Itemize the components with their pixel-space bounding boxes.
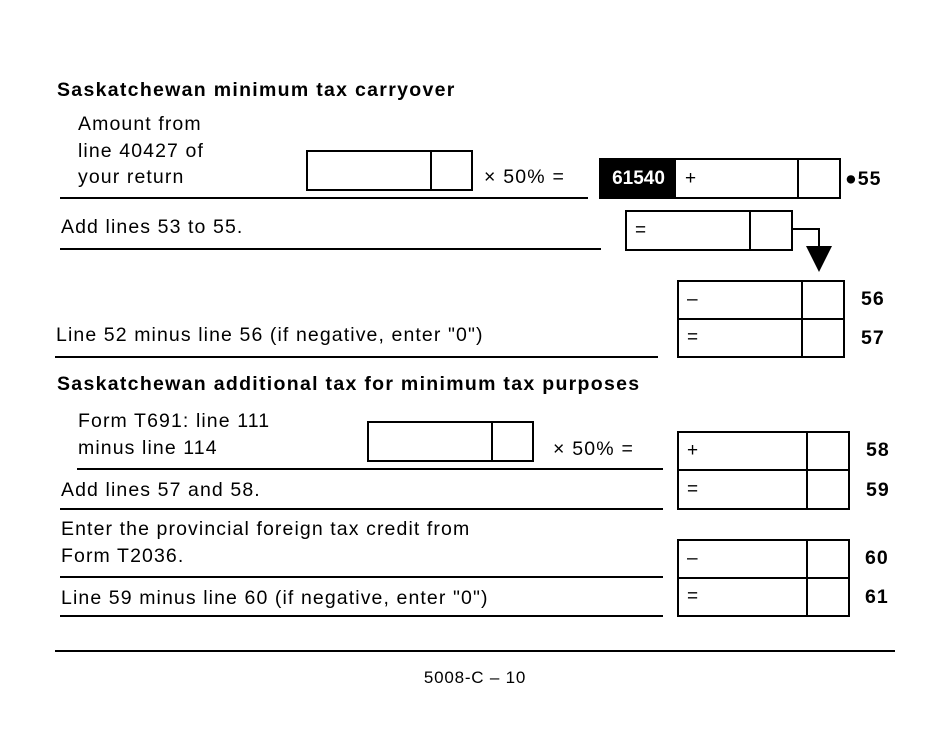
row55-label-line3: your return	[78, 166, 185, 188]
row58-underline	[77, 468, 663, 470]
cents-divider	[806, 579, 808, 615]
cents-divider	[430, 152, 432, 189]
cents-divider	[801, 320, 803, 356]
row60-label-line1: Enter the provincial foreign tax credit …	[61, 518, 471, 540]
cents-divider	[491, 423, 493, 460]
line-number-55: ●55	[845, 168, 882, 190]
cents-divider	[797, 160, 799, 197]
cents-divider	[806, 433, 808, 469]
line-number-57: 57	[861, 327, 885, 349]
row55-label-line1: Amount from	[78, 113, 202, 135]
row58-multiplier: × 50% =	[553, 438, 635, 460]
section-title-minimum-tax-carryover: Saskatchewan minimum tax carryover	[57, 79, 456, 101]
row56-field[interactable]: –	[677, 280, 845, 320]
plus-sign: +	[685, 167, 697, 189]
line-number-61: 61	[865, 586, 889, 608]
row58-label-line2: minus line 114	[78, 437, 218, 459]
footer-rule	[55, 650, 895, 652]
equals-sign: =	[687, 478, 699, 500]
field-code-label: 61540	[601, 160, 676, 197]
row59-field[interactable]: =	[677, 469, 850, 510]
row57-underline	[55, 356, 658, 358]
line-number-59: 59	[866, 479, 890, 501]
section-title-additional-tax: Saskatchewan additional tax for minimum …	[57, 373, 641, 395]
equals-sign: =	[687, 586, 699, 607]
page-number: 5008-C – 10	[423, 668, 527, 687]
minus-sign: –	[687, 548, 698, 569]
cents-divider	[806, 471, 808, 508]
row55-underline	[60, 197, 588, 199]
arrow-down-icon	[792, 228, 832, 272]
cents-divider	[801, 282, 803, 318]
minus-sign: –	[687, 289, 698, 310]
row61-field[interactable]: =	[677, 577, 850, 617]
line-number-56: 56	[861, 288, 885, 310]
row55-result-field[interactable]: 61540 +	[599, 158, 841, 199]
equals-sign: =	[635, 219, 647, 241]
cents-divider	[806, 541, 808, 577]
row59-underline	[60, 508, 663, 510]
row57-label: Line 52 minus line 56 (if negative, ente…	[56, 324, 484, 346]
row55-multiplier: × 50% =	[484, 166, 566, 188]
row60-field[interactable]: –	[677, 539, 850, 579]
row55-amount-input[interactable]	[306, 150, 473, 191]
row59-label: Add lines 57 and 58.	[61, 479, 261, 501]
plus-sign: +	[687, 440, 699, 461]
row57-field[interactable]: =	[677, 318, 845, 358]
line-number-58: 58	[866, 439, 890, 461]
row61-label: Line 59 minus line 60 (if negative, ente…	[61, 587, 489, 609]
row58-amount-input[interactable]	[367, 421, 534, 462]
row58-field[interactable]: +	[677, 431, 850, 471]
row58-label-line1: Form T691: line 111	[78, 410, 271, 432]
row-sum-underline	[60, 248, 601, 250]
row61-underline	[60, 615, 663, 617]
line-number-60: 60	[865, 547, 889, 569]
row-sum-label: Add lines 53 to 55.	[61, 216, 244, 238]
row55-label-line2: line 40427 of	[78, 140, 204, 162]
row-sum-field[interactable]: =	[625, 210, 793, 251]
cents-divider	[749, 212, 751, 249]
row60-label-line2: Form T2036.	[61, 545, 185, 567]
equals-sign: =	[687, 327, 699, 348]
row60-underline	[60, 576, 663, 578]
